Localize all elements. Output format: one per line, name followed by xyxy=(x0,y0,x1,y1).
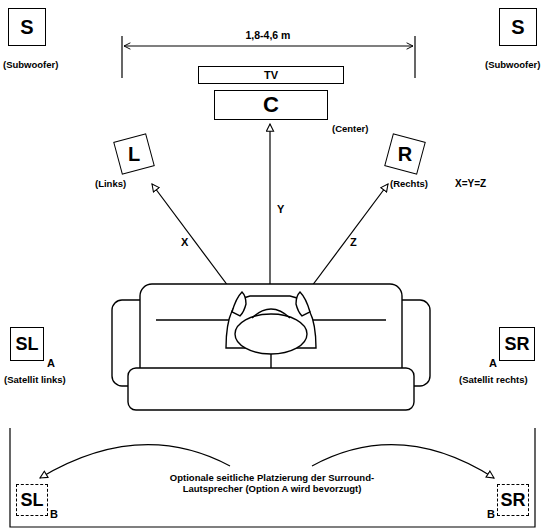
distance-arrows xyxy=(152,124,388,302)
equality-note: X=Y=Z xyxy=(455,178,486,190)
box-letter: S xyxy=(499,8,537,46)
box-letter: R xyxy=(388,137,422,171)
option-letter: A xyxy=(489,357,497,369)
listener xyxy=(226,292,316,354)
option-letter: B xyxy=(50,508,58,520)
box-letter: SR xyxy=(499,327,535,361)
speaker-caption: (Subwoofer) xyxy=(485,60,540,70)
distance-label: X xyxy=(181,236,188,249)
speaker-box: C(Center) xyxy=(214,90,328,120)
box-letter: SL xyxy=(10,327,44,361)
sofa xyxy=(112,284,430,410)
distance-label: Z xyxy=(350,236,357,249)
dimension-label: 1,8-4,6 m xyxy=(246,29,291,42)
speaker-caption: (Links) xyxy=(95,179,126,189)
speaker-caption: (Center) xyxy=(332,124,368,134)
speaker-caption: (Satellit rechts) xyxy=(459,375,528,385)
box-letter: L xyxy=(117,137,151,171)
speaker-box: S(Subwoofer) xyxy=(499,8,537,46)
option-note: Optionale seitliche Platzierung der Surr… xyxy=(152,472,392,495)
option-letter: A xyxy=(47,357,55,369)
speaker-box: R(Rechts) xyxy=(388,137,422,171)
speaker-caption: (Subwoofer) xyxy=(3,60,58,70)
distance-label: Y xyxy=(277,203,284,216)
speaker-box: SRB xyxy=(497,484,529,516)
speaker-box: SLA(Satellit links) xyxy=(10,327,44,361)
box-letter: C xyxy=(214,90,328,120)
speaker-caption: (Satellit links) xyxy=(4,375,66,385)
box-letter: TV xyxy=(198,66,344,84)
speaker-box: S(Subwoofer) xyxy=(8,8,46,46)
speaker-box: L(Links) xyxy=(117,137,151,171)
speaker-box: SLB xyxy=(16,484,48,516)
option-letter: B xyxy=(487,508,495,520)
speaker-caption: (Rechts) xyxy=(390,179,428,189)
speaker-box: TV xyxy=(198,66,344,84)
box-letter: S xyxy=(8,8,46,46)
speaker-box: SRA(Satellit rechts) xyxy=(499,327,535,361)
box-letter: SL xyxy=(16,484,48,516)
option-b-region xyxy=(10,428,535,527)
box-letter: SR xyxy=(497,484,529,516)
